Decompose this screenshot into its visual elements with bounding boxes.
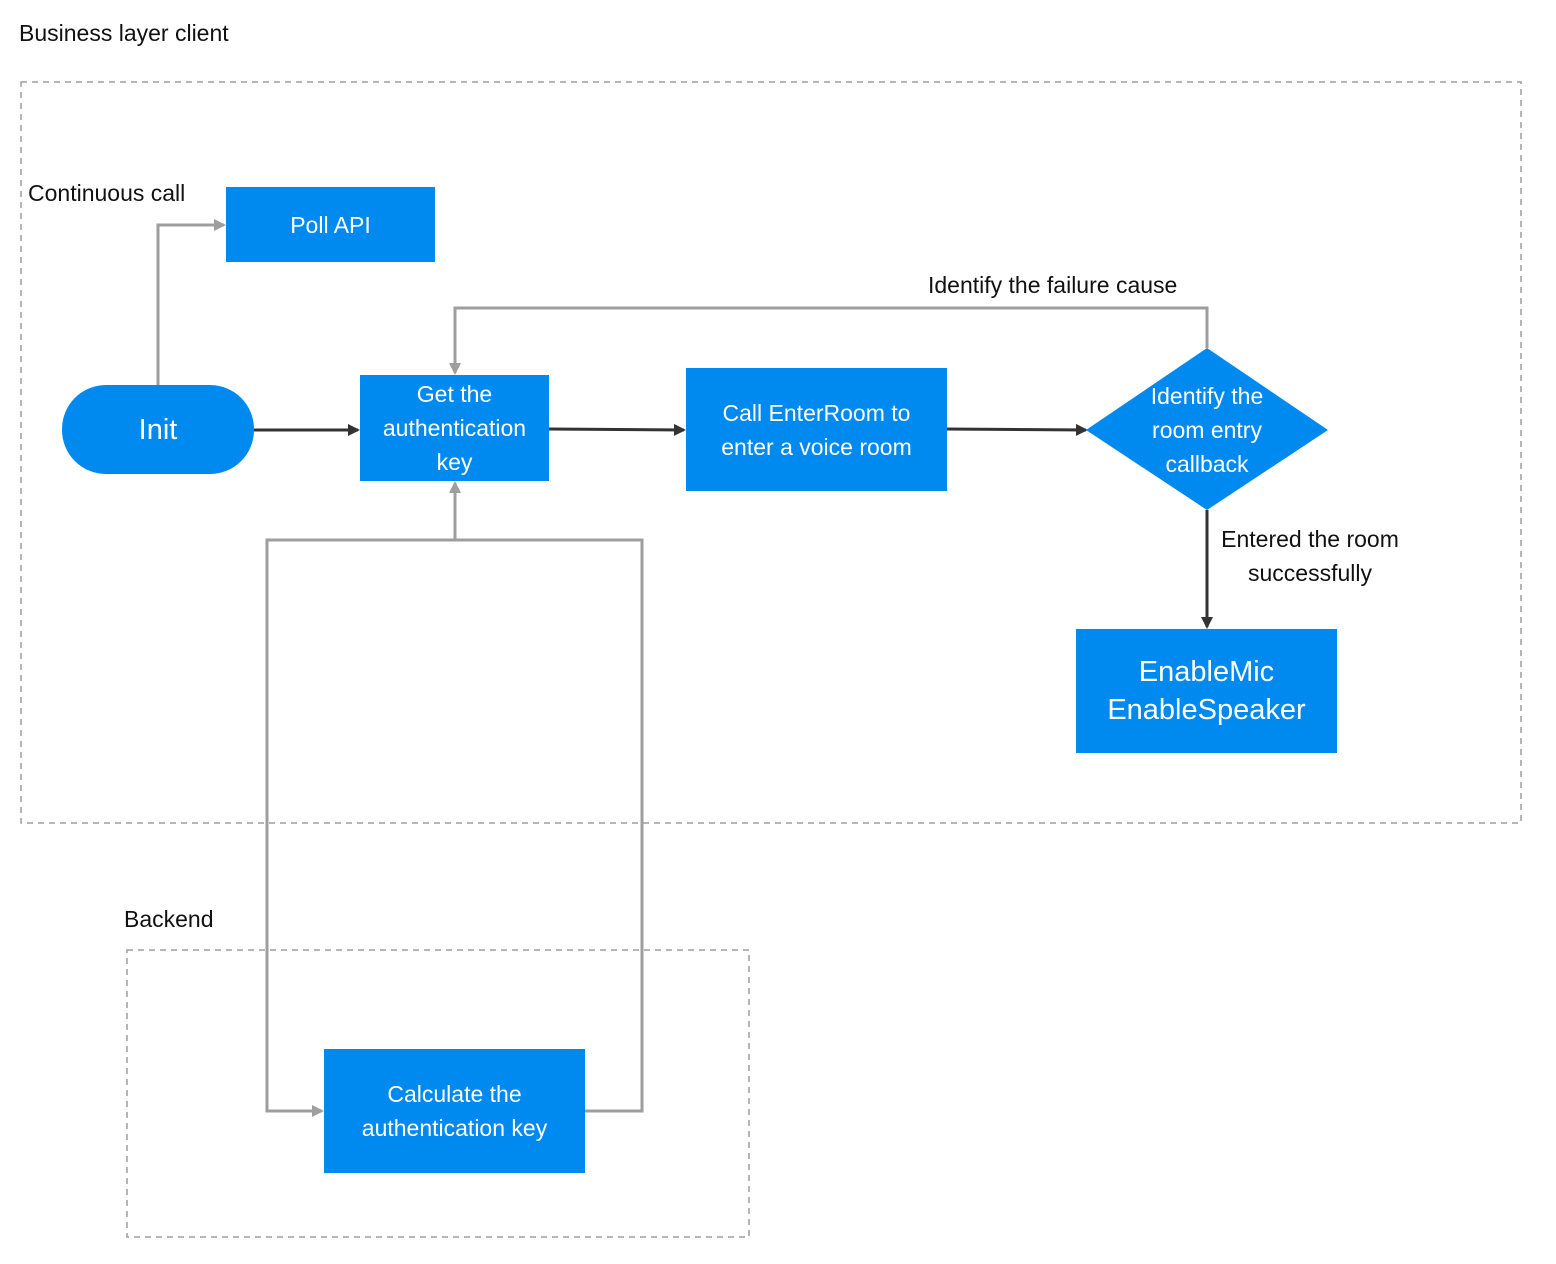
get-key-node: Get the authentication key: [360, 375, 549, 481]
poll-api-node: Poll API: [226, 187, 435, 262]
get-key-node-label: Get the authentication key: [382, 381, 527, 475]
failure-cause-label: Identify the failure cause: [928, 272, 1178, 298]
enable-node-label: EnableMic EnableSpeaker: [1107, 656, 1306, 726]
enterroom-to-decision-connector: [944, 423, 1088, 436]
enable-node: EnableMic EnableSpeaker: [1076, 629, 1337, 753]
calculate-to-getkey-connector: [449, 481, 644, 1113]
init-node: Init: [62, 385, 254, 474]
poll-api-node-label: Poll API: [290, 211, 371, 238]
client-group-border: [20, 81, 1522, 824]
client-group-label: Business layer client: [19, 20, 229, 46]
getkey-to-enterroom-connector: [547, 423, 686, 436]
getkey-to-calculate-connector: [265, 538, 455, 1117]
init-node-label: Init: [138, 413, 178, 446]
enter-room-node: Call EnterRoom to enter a voice room: [686, 368, 947, 491]
decision-node: Identify the room entry callback: [1107, 370, 1307, 490]
calculate-key-node-label: Calculate the authentication key: [361, 1081, 548, 1141]
backend-group-border: [126, 949, 750, 1238]
decision-node-shape: [1086, 348, 1328, 510]
backend-group-label: Backend: [124, 906, 214, 932]
init-node-shape: [62, 385, 254, 474]
failure-loop-connector: [449, 306, 1209, 375]
continuous-call-label: Continuous call: [28, 180, 186, 206]
enter-room-node-label: Call EnterRoom to enter a voice room: [721, 399, 912, 460]
calculate-key-node: Calculate the authentication key: [324, 1049, 585, 1173]
success-label: Entered the room successfully: [1221, 526, 1399, 586]
init-to-poll-connector: [156, 219, 226, 385]
decision-node-label: Identify the room entry callback: [1150, 383, 1264, 477]
